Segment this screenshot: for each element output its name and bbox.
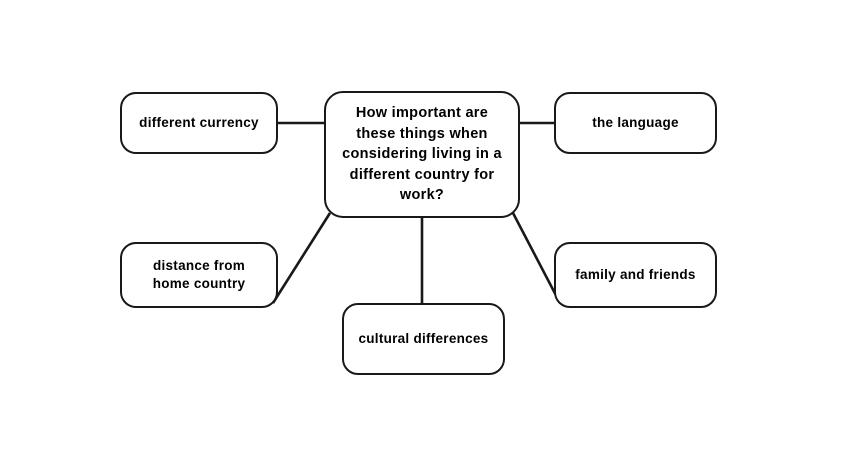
connector-family-friends xyxy=(511,212,562,304)
node-cultural-differences-label: cultural differences xyxy=(358,330,489,346)
node-different-currency-label: different currency xyxy=(139,114,259,130)
central-node-label: How important are these things when cons… xyxy=(342,105,502,204)
node-different-currency[interactable]: different currency xyxy=(120,92,278,154)
node-distance-from-home-country[interactable]: distance from home country xyxy=(120,242,278,308)
node-family-and-friends[interactable]: family and friends xyxy=(554,242,717,308)
connector-distance xyxy=(271,212,332,304)
node-distance-from-home-country-label: distance from home country xyxy=(152,257,246,291)
node-the-language-label: the language xyxy=(592,114,679,130)
central-node[interactable]: How important are these things when cons… xyxy=(324,91,520,218)
node-cultural-differences[interactable]: cultural differences xyxy=(342,303,505,375)
node-the-language[interactable]: the language xyxy=(554,92,717,154)
node-family-and-friends-label: family and friends xyxy=(575,266,696,282)
